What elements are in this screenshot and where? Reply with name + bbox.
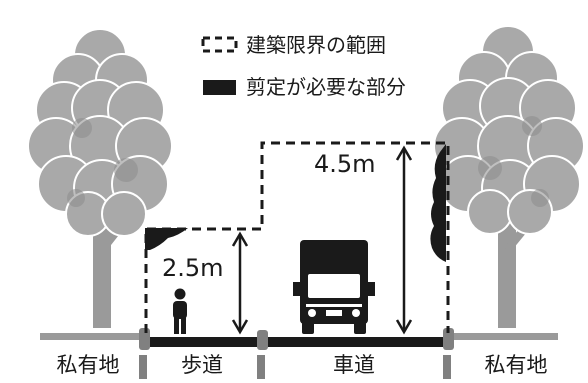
curb-middle <box>257 330 268 350</box>
right-tree-canopy <box>433 25 585 235</box>
zone-label-private-right: 私有地 <box>485 353 548 377</box>
roadway-height-arrow <box>395 145 413 335</box>
ground <box>40 328 558 379</box>
pedestrian-icon <box>173 288 187 334</box>
legend-clearance-swatch <box>201 36 238 53</box>
legend-clearance-label: 建築限界の範囲 <box>246 33 386 57</box>
zone-label-private-left: 私有地 <box>57 353 120 377</box>
road-surface <box>145 337 450 347</box>
right-tree-pruning-area <box>430 144 446 262</box>
legend: 建築限界の範囲 剪定が必要な部分 <box>201 33 406 99</box>
left-tree-canopy <box>27 28 173 237</box>
legend-pruning-swatch <box>203 80 236 95</box>
roadway-height-label: 4.5m <box>314 150 376 178</box>
truck-icon <box>293 240 375 334</box>
right-tree <box>430 25 585 328</box>
left-tree-pruning-area <box>145 228 188 250</box>
curb-left <box>139 328 150 350</box>
zone-label-roadway: 車道 <box>333 353 375 377</box>
curb-right <box>443 328 454 350</box>
sidewalk-height-label: 2.5m <box>162 254 224 282</box>
ground-right-private <box>448 333 558 340</box>
left-tree <box>27 28 188 328</box>
legend-pruning-label: 剪定が必要な部分 <box>246 75 406 99</box>
building-clearance-outline <box>144 141 450 333</box>
sidewalk-height-arrow <box>231 231 249 335</box>
ground-left-private <box>40 333 145 340</box>
zone-label-sidewalk: 歩道 <box>181 353 223 377</box>
